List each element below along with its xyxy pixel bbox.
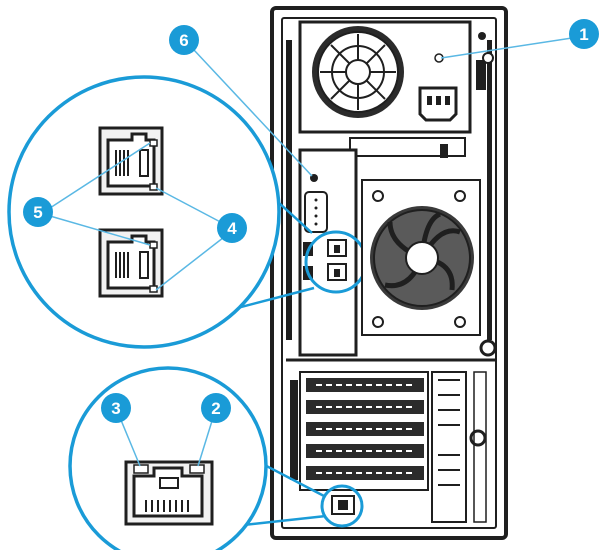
power-supply-module	[298, 20, 486, 134]
nic-detail-callout	[7, 75, 315, 349]
left-rail	[286, 40, 292, 340]
callout-badge-5: 5	[23, 197, 53, 227]
server-rear-panel-icon	[270, 6, 508, 540]
rj45-port-icon	[327, 239, 347, 281]
rj45-port-icon	[124, 460, 214, 526]
io-module	[298, 148, 358, 357]
fan-icon	[312, 26, 404, 118]
callout-badge-1: 1	[569, 19, 599, 49]
callout-label: 4	[227, 219, 237, 238]
nic-zoom-circle	[7, 75, 281, 349]
callout-badge-2: 2	[201, 393, 231, 423]
dedicated-ilo-port-left-led	[133, 464, 149, 474]
chassis-inner-frame	[281, 17, 497, 529]
power-socket-icon	[418, 86, 458, 122]
leader-6	[193, 49, 313, 177]
dedicated-ilo-port-right-led	[189, 464, 205, 474]
ilo-highlight-ring	[320, 484, 364, 528]
thumbscrew	[479, 339, 497, 357]
rj45-port-icon	[98, 228, 164, 298]
callout-label: 5	[33, 203, 42, 222]
callout-badge-6: 6	[169, 25, 199, 55]
callout-badge-3: 3	[101, 393, 131, 423]
leader-lines	[49, 37, 573, 467]
expansion-slots	[290, 371, 487, 523]
serial-port-icon	[304, 191, 328, 233]
leader-4-bottom	[155, 233, 229, 291]
callout-label: 1	[579, 25, 588, 44]
fan-icon	[361, 179, 481, 336]
rj45-port-icon	[98, 126, 164, 196]
leader-4-top	[155, 187, 229, 227]
leader-1	[440, 37, 573, 59]
callout-badge-4: 4	[217, 213, 247, 243]
leader-5-top	[49, 142, 151, 209]
right-rail	[487, 40, 492, 340]
leader-5-bottom	[49, 215, 151, 246]
callout-label: 6	[179, 31, 188, 50]
nic-port-link-led	[149, 139, 158, 147]
nic-port-activity-led	[149, 183, 158, 191]
callout-label: 3	[111, 399, 120, 418]
rj45-port-icon	[331, 495, 355, 515]
mid-bracket	[349, 137, 466, 157]
callout-label: 2	[211, 399, 220, 418]
